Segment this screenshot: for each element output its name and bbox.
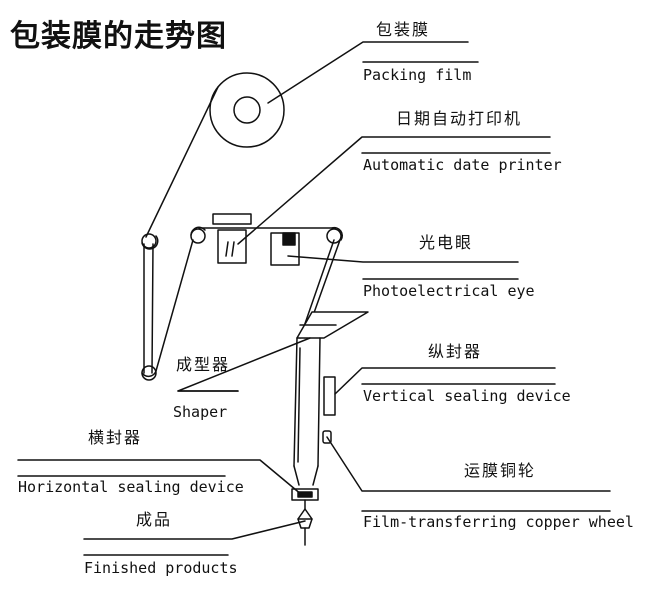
date-printer-label-cn: 日期自动打印机: [396, 109, 523, 128]
vertical-sealer-label-cn: 纵封器: [428, 342, 483, 361]
photoelectrical-eye: [270, 232, 300, 266]
shaper: [296, 311, 369, 339]
diagram-title: 包装膜的走势图: [10, 19, 227, 54]
upper-left-roller: [141, 233, 157, 249]
shaper-label-en: Shaper: [173, 403, 228, 421]
lower-left-roller: [141, 365, 157, 381]
upper-roller: [190, 228, 206, 244]
finished-products-label-cn: 成品: [136, 510, 173, 529]
copper-wheel-label-cn: 运膜铜轮: [464, 461, 537, 480]
forming-tube: [293, 337, 321, 486]
film-roll: [209, 72, 285, 148]
finished-product: [297, 499, 313, 546]
finished-products-label-en: Finished products: [84, 559, 238, 577]
horizontal-sealer-label-en: Horizontal sealing device: [18, 478, 244, 496]
leader-lines: [17, 41, 611, 556]
date-printer-label-en: Automatic date printer: [363, 156, 562, 174]
shaper-label-cn: 成型器: [176, 355, 231, 374]
packing-film-label-en: Packing film: [363, 66, 472, 84]
right-roller: [326, 228, 342, 244]
copper-wheel-label-en: Film-transferring copper wheel: [363, 513, 634, 531]
date-printer: [212, 213, 252, 264]
vertical-sealer-label-en: Vertical sealing device: [363, 387, 571, 405]
horizontal-sealer-label-cn: 横封器: [88, 428, 143, 447]
vertical-sealer: [323, 376, 336, 416]
photo-eye-label-en: Photoelectrical eye: [363, 282, 535, 300]
packing-film-label-cn: 包装膜: [376, 20, 431, 39]
photo-eye-label-cn: 光电眼: [419, 233, 474, 252]
copper-wheel: [322, 430, 332, 444]
